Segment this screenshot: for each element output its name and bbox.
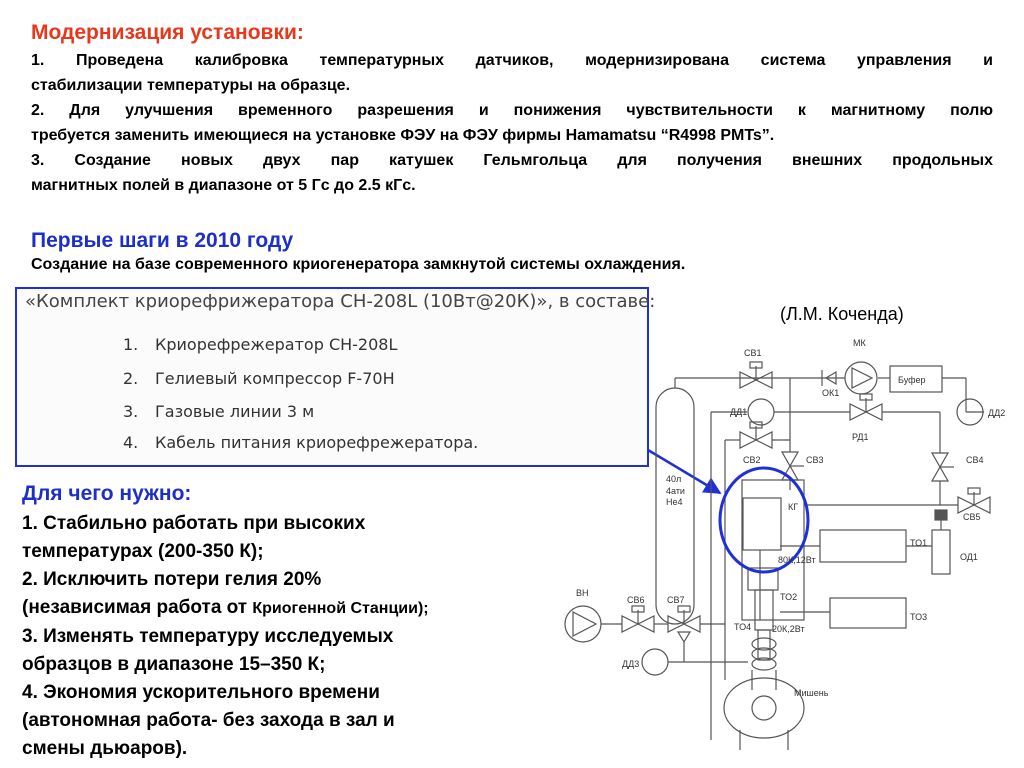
label-cv5: СВ5 xyxy=(963,512,981,522)
modernization-line: 2. Для улучшения временного разрешения и… xyxy=(31,102,993,119)
tank-od1 xyxy=(931,529,951,575)
label-cylinder-line3: Не4 xyxy=(666,497,683,507)
label-kg: КГ xyxy=(788,502,798,512)
target-chamber xyxy=(723,677,805,739)
why-line: (автономная работа- без захода в зал и xyxy=(22,710,395,731)
valve-cv3 xyxy=(780,451,800,468)
why-line: смены дьюаров). xyxy=(22,738,188,759)
modernization-text: 1. Проведена калибровка температурных да… xyxy=(31,48,993,198)
label-dd3: ДД3 xyxy=(622,659,639,669)
label-cv4: СВ4 xyxy=(966,455,984,465)
valve-cv6 xyxy=(621,615,640,633)
first-steps-subtitle: Создание на базе современного криогенера… xyxy=(31,256,686,273)
label-20k: 20К,2Вт xyxy=(772,624,805,634)
heat-exchanger-to3 xyxy=(829,597,907,629)
valve-cv4 xyxy=(930,452,950,469)
why-line: 3. Изменять температуру исследуемых xyxy=(22,626,394,647)
label-cv6: СВ6 xyxy=(627,595,645,605)
section-heading-modernization: Модернизация установки: xyxy=(31,21,304,44)
gauge-dd1 xyxy=(747,398,775,426)
label-cv1: СВ1 xyxy=(744,348,762,358)
label-to2: ТО2 xyxy=(780,592,797,602)
kit-item-text: Кабель питания криорефрежератора. xyxy=(155,433,479,452)
label-rd1: РД1 xyxy=(852,432,869,442)
label-od1: ОД1 xyxy=(960,552,978,562)
label-target: Мишень xyxy=(794,688,829,698)
section-heading-why-needed: Для чего нужно: xyxy=(22,482,192,505)
valve-cv5 xyxy=(957,496,976,514)
why-line: 1. Стабильно работать при высоких xyxy=(22,513,366,534)
label-to3: ТО3 xyxy=(910,612,927,622)
why-line: образцов в диапазоне 15–350 К; xyxy=(22,654,326,675)
valve-cv7 xyxy=(667,615,686,633)
gauge-dd2 xyxy=(956,398,984,426)
kit-item-text: Газовые линии 3 м xyxy=(155,402,315,421)
kit-list-title: «Комплект криорефрижератора СН-208L (10В… xyxy=(25,291,656,312)
modernization-line: магнитных полей в диапазоне от 5 Гс до 2… xyxy=(31,177,416,194)
label-cylinder-line1: 40л xyxy=(666,474,681,484)
kit-item-number: 1. xyxy=(123,335,139,354)
section-heading-first-steps: Первые шаги в 2010 году xyxy=(31,229,294,252)
modernization-line: 3. Создание новых двух пар катушек Гельм… xyxy=(31,152,993,169)
label-cv2: СВ2 xyxy=(743,455,761,465)
why-line: (независимая работа от Криогенной Станци… xyxy=(22,597,429,618)
gauge-dd3 xyxy=(641,648,669,676)
label-ok1: ОК1 xyxy=(822,388,839,398)
kit-list-item: 1. Криорефрежератор СН-208L xyxy=(123,335,397,354)
label-to1: ТО1 xyxy=(910,538,927,548)
cold-head-highlight xyxy=(718,466,810,574)
label-dd2: ДД2 xyxy=(988,408,1005,418)
kit-item-text: Гелиевый компрессор F-70H xyxy=(155,369,395,388)
kit-list-item: 2. Гелиевый компрессор F-70H xyxy=(123,369,395,388)
why-line: 2. Исключить потери гелия 20% xyxy=(22,569,322,590)
heat-exchanger-to1 xyxy=(819,529,907,563)
label-mk: МК xyxy=(853,338,866,348)
valve-rd1 xyxy=(849,403,868,421)
author-credit: (Л.М. Коченда) xyxy=(780,304,904,324)
why-line: температурах (200-350 К); xyxy=(22,541,264,562)
label-bufer: Буфер xyxy=(898,375,926,385)
kit-item-text: Криорефрежератор СН-208L xyxy=(155,335,398,354)
kit-item-number: 2. xyxy=(123,369,139,388)
pointer-arrow xyxy=(647,448,722,495)
why-line: 4. Экономия ускорительного времени xyxy=(22,682,380,703)
label-80k: 80К,12Вт xyxy=(778,555,816,565)
valve-cv2 xyxy=(739,431,758,449)
why-line-small: Криогенной Станции); xyxy=(252,600,429,617)
kit-item-number: 3. xyxy=(123,402,139,421)
modernization-line: стабилизации температуры на образце. xyxy=(31,77,351,94)
why-needed-text: 1. Стабильно работать при высоких темпер… xyxy=(22,510,532,763)
label-to4: ТО4 xyxy=(734,622,751,632)
label-cylinder-line2: 4ати xyxy=(666,486,685,496)
label-cv7: СВ7 xyxy=(667,595,685,605)
kit-list-item: 3. Газовые линии 3 м xyxy=(123,402,314,421)
kit-list-box: «Комплект криорефрижератора СН-208L (10В… xyxy=(15,287,655,467)
kit-list-item: 4. Кабель питания криорефрежератора. xyxy=(123,433,478,452)
valve-cv1 xyxy=(739,371,758,389)
label-dd1: ДД1 xyxy=(730,407,747,417)
modernization-line: 1. Проведена калибровка температурных да… xyxy=(31,52,993,69)
label-cv3: СВ3 xyxy=(806,455,824,465)
label-vn: ВН xyxy=(576,588,589,598)
kit-item-number: 4. xyxy=(123,433,139,452)
modernization-line: требуется заменить имеющиеся на установк… xyxy=(31,127,775,144)
buffer-box xyxy=(889,365,943,393)
